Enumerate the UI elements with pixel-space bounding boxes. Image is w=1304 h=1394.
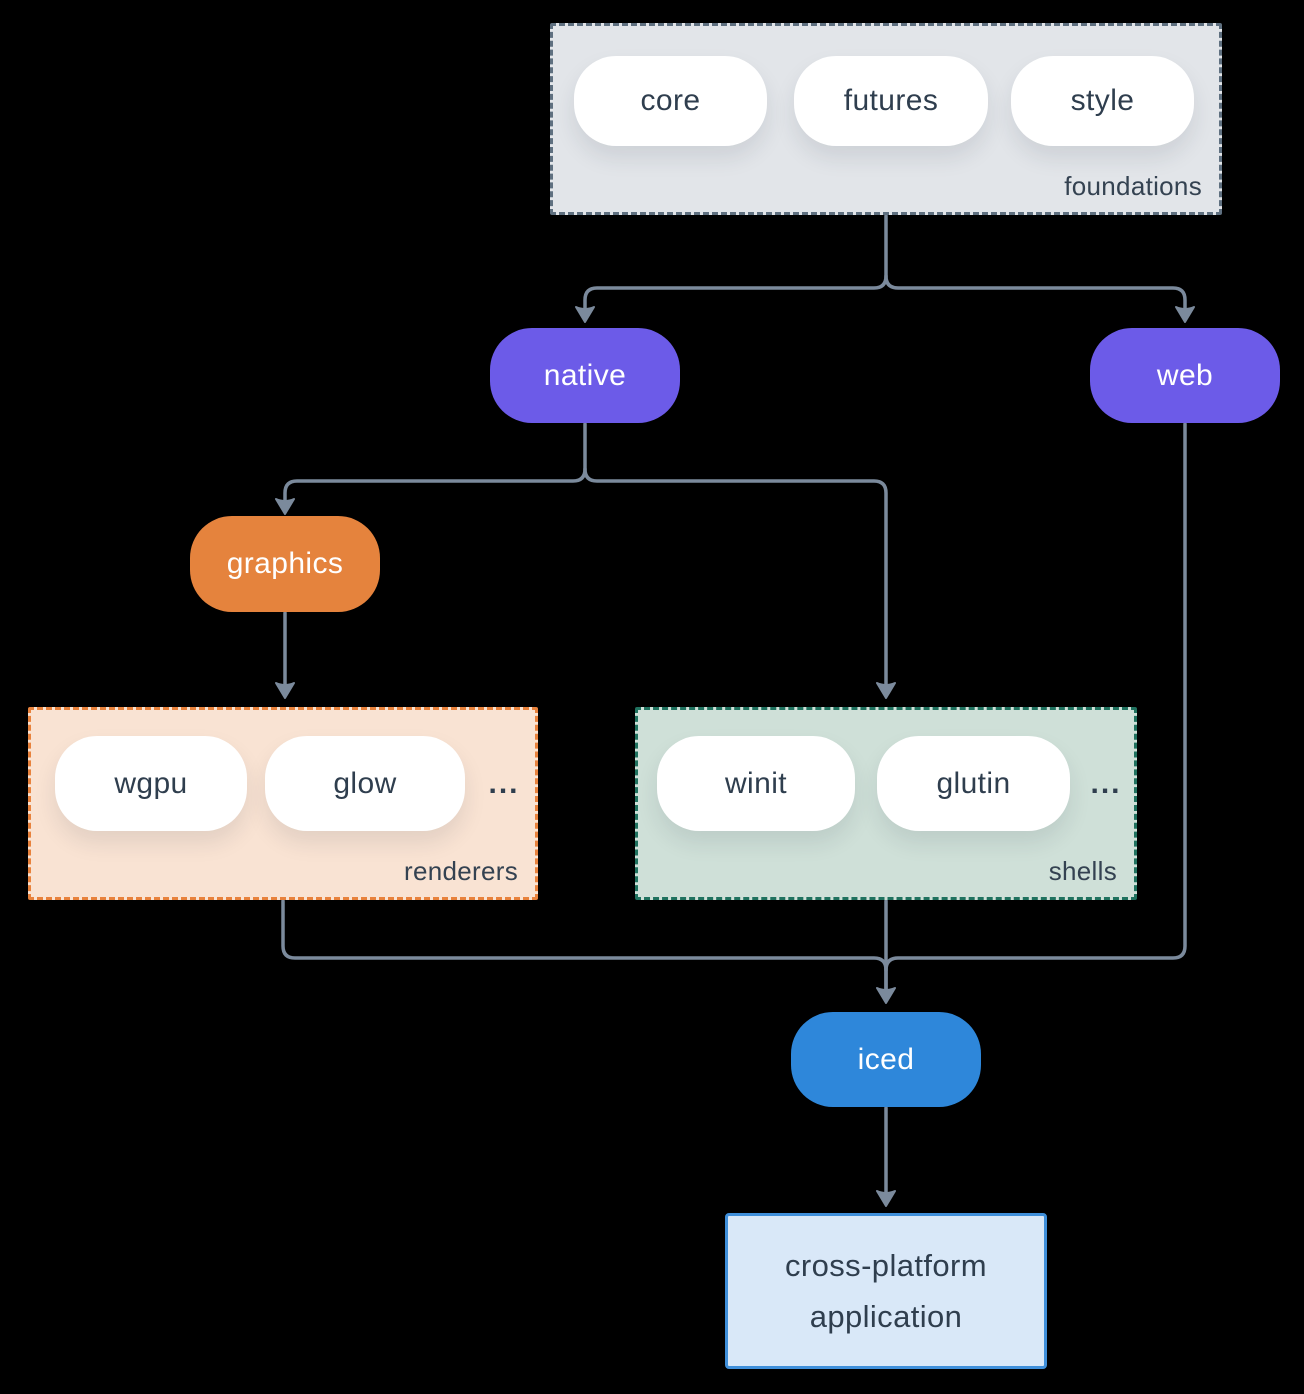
arrowhead-native <box>575 306 595 323</box>
node-core: core <box>574 56 767 146</box>
cross-platform-application-box: cross-platform application <box>725 1213 1047 1369</box>
edge-native-to-shells <box>583 467 888 690</box>
edge-web-to-iced <box>884 422 1187 972</box>
node-native: native <box>490 328 680 423</box>
node-style: style <box>1011 56 1194 146</box>
node-native-label: native <box>543 358 627 392</box>
node-glow-label: glow <box>333 766 397 800</box>
node-winit: winit <box>657 736 855 831</box>
node-graphics-label: graphics <box>226 547 344 580</box>
edge-native-to-graphics <box>283 422 587 506</box>
edge-renderers-to-iced <box>281 899 888 994</box>
edge-foundations-to-native <box>583 214 888 314</box>
shells-ellipsis: ... <box>1090 766 1122 800</box>
application-label-line2: application <box>809 1298 963 1334</box>
foundations-group: core futures style foundations <box>550 23 1222 215</box>
node-web: web <box>1090 328 1280 423</box>
node-glow: glow <box>265 736 465 831</box>
arrowhead-iced <box>876 987 896 1004</box>
node-glutin-label: glutin <box>936 766 1011 800</box>
node-futures: futures <box>794 56 988 146</box>
renderers-group-label: renderers <box>404 856 518 886</box>
edge-foundations-to-web <box>884 274 1187 314</box>
node-style-label: style <box>1070 84 1135 117</box>
shells-group: winit glutin ... shells <box>635 707 1137 900</box>
renderers-group: wgpu glow ... renderers <box>28 707 538 900</box>
node-winit-label: winit <box>724 766 787 800</box>
arrowhead-web <box>1175 306 1195 323</box>
node-wgpu: wgpu <box>55 736 247 831</box>
node-iced: iced <box>791 1012 981 1107</box>
node-glutin: glutin <box>877 736 1070 831</box>
arrowhead-graphics <box>275 498 295 515</box>
node-core-label: core <box>640 84 701 117</box>
node-futures-label: futures <box>843 84 939 117</box>
arrowhead-shells <box>876 682 896 699</box>
shells-group-label: shells <box>1048 856 1117 886</box>
renderers-ellipsis: ... <box>488 766 520 800</box>
node-graphics: graphics <box>190 516 380 612</box>
application-label-line1: cross-platform <box>785 1247 987 1283</box>
arrowhead-renderers <box>275 682 295 699</box>
node-web-label: web <box>1156 358 1214 392</box>
foundations-group-label: foundations <box>1064 171 1202 201</box>
node-iced-label: iced <box>857 1042 915 1076</box>
arrowhead-application <box>876 1190 896 1207</box>
node-wgpu-label: wgpu <box>114 766 188 800</box>
